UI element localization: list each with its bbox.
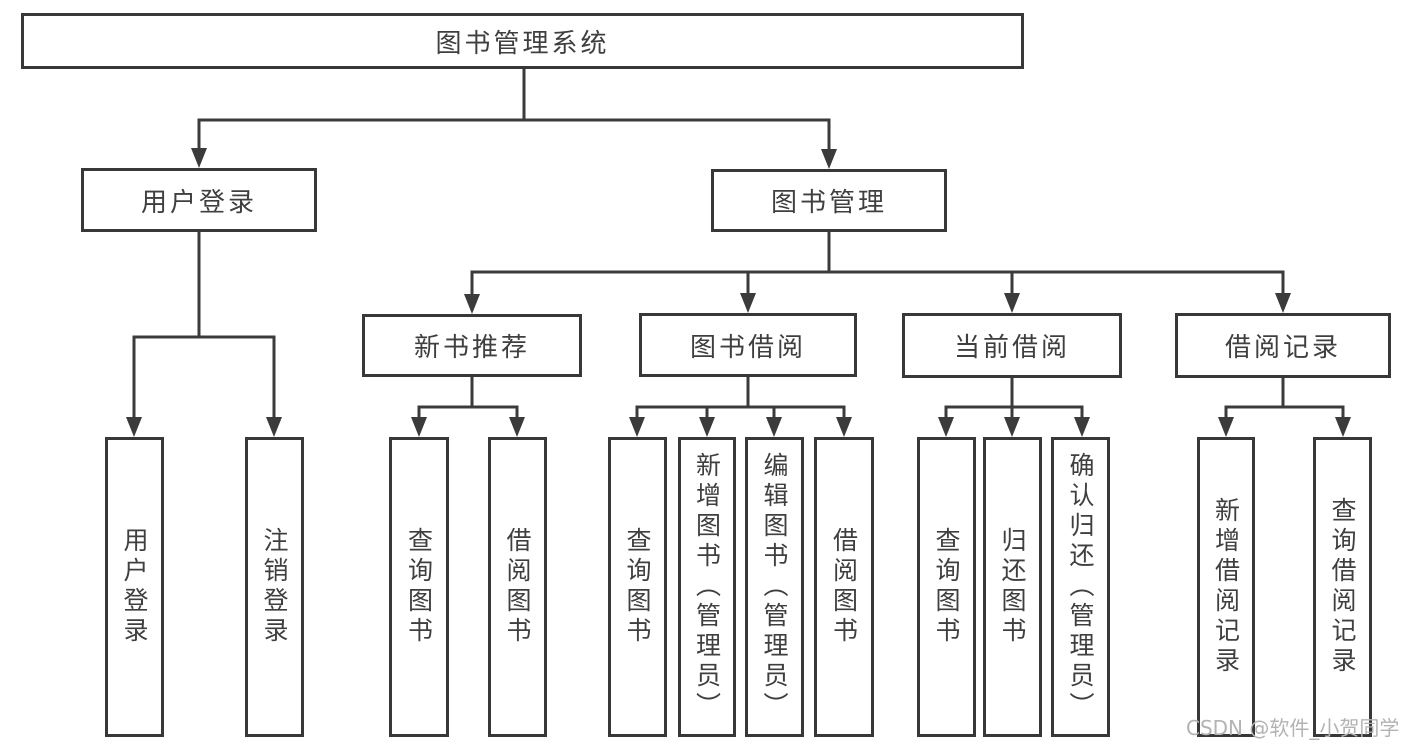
leaf-user-login: 用户登录	[105, 437, 164, 737]
node-label: 用户登录	[140, 187, 257, 218]
leaf-query-books-1: 查询图书	[389, 437, 449, 737]
connector-bookmgmt-to-level3	[464, 232, 1291, 314]
node-label: 借阅记录	[1224, 333, 1341, 363]
leaf-edit-book-admin: 编辑图书（管理员）	[745, 437, 804, 737]
node-label: 查询图书	[404, 527, 434, 647]
connector-borrow-to-leaves	[629, 377, 852, 437]
leaf-confirm-return-admin: 确认归还（管理员）	[1051, 437, 1110, 737]
leaf-borrow-books-2: 借阅图书	[814, 437, 874, 737]
connector-root-to-level2	[191, 69, 837, 169]
leaf-borrow-books-1: 借阅图书	[488, 437, 547, 737]
node-label: 新增图书（管理员）	[692, 452, 722, 722]
node-label: 查询借阅记录	[1328, 497, 1357, 677]
node-book-management: 图书管理	[711, 169, 947, 232]
node-label: 查询图书	[932, 527, 961, 647]
connector-records-to-leaves	[1218, 378, 1351, 437]
leaf-query-books-2: 查询图书	[608, 437, 667, 737]
watermark-text: CSDN @软件_小贺同学	[1186, 716, 1400, 740]
node-label: 用户登录	[120, 527, 149, 647]
leaf-query-borrow-record: 查询借阅记录	[1313, 437, 1372, 737]
connector-current-to-leaves	[938, 378, 1090, 437]
node-new-book-recommend: 新书推荐	[362, 314, 582, 377]
node-borrow-records: 借阅记录	[1175, 313, 1391, 378]
connector-newbook-to-leaves	[411, 377, 525, 437]
node-label: 图书管理系统	[435, 28, 610, 59]
leaf-return-books: 归还图书	[983, 437, 1042, 737]
node-label: 借阅图书	[503, 527, 532, 647]
leaf-add-book-admin: 新增图书（管理员）	[678, 437, 736, 737]
node-label: 编辑图书（管理员）	[760, 452, 789, 722]
node-book-borrow: 图书借阅	[639, 313, 857, 377]
node-current-borrow: 当前借阅	[902, 313, 1122, 378]
leaf-add-borrow-record: 新增借阅记录	[1197, 437, 1255, 737]
node-label: 新增借阅记录	[1211, 497, 1241, 677]
node-label: 当前借阅	[953, 333, 1070, 363]
node-label: 归还图书	[998, 527, 1027, 647]
leaf-query-books-3: 查询图书	[917, 437, 976, 737]
node-label: 确认归还（管理员）	[1066, 452, 1095, 722]
connector-userlogin-to-leaves	[126, 232, 282, 437]
node-label: 新书推荐	[413, 333, 530, 363]
node-label: 图书管理	[770, 188, 887, 218]
node-label: 查询图书	[623, 527, 652, 647]
node-label: 注销登录	[260, 527, 289, 647]
node-user-login: 用户登录	[81, 168, 317, 232]
node-system-root: 图书管理系统	[21, 13, 1024, 69]
leaf-logout-login: 注销登录	[245, 437, 304, 737]
node-label: 图书借阅	[689, 332, 806, 363]
node-label: 借阅图书	[829, 527, 859, 647]
